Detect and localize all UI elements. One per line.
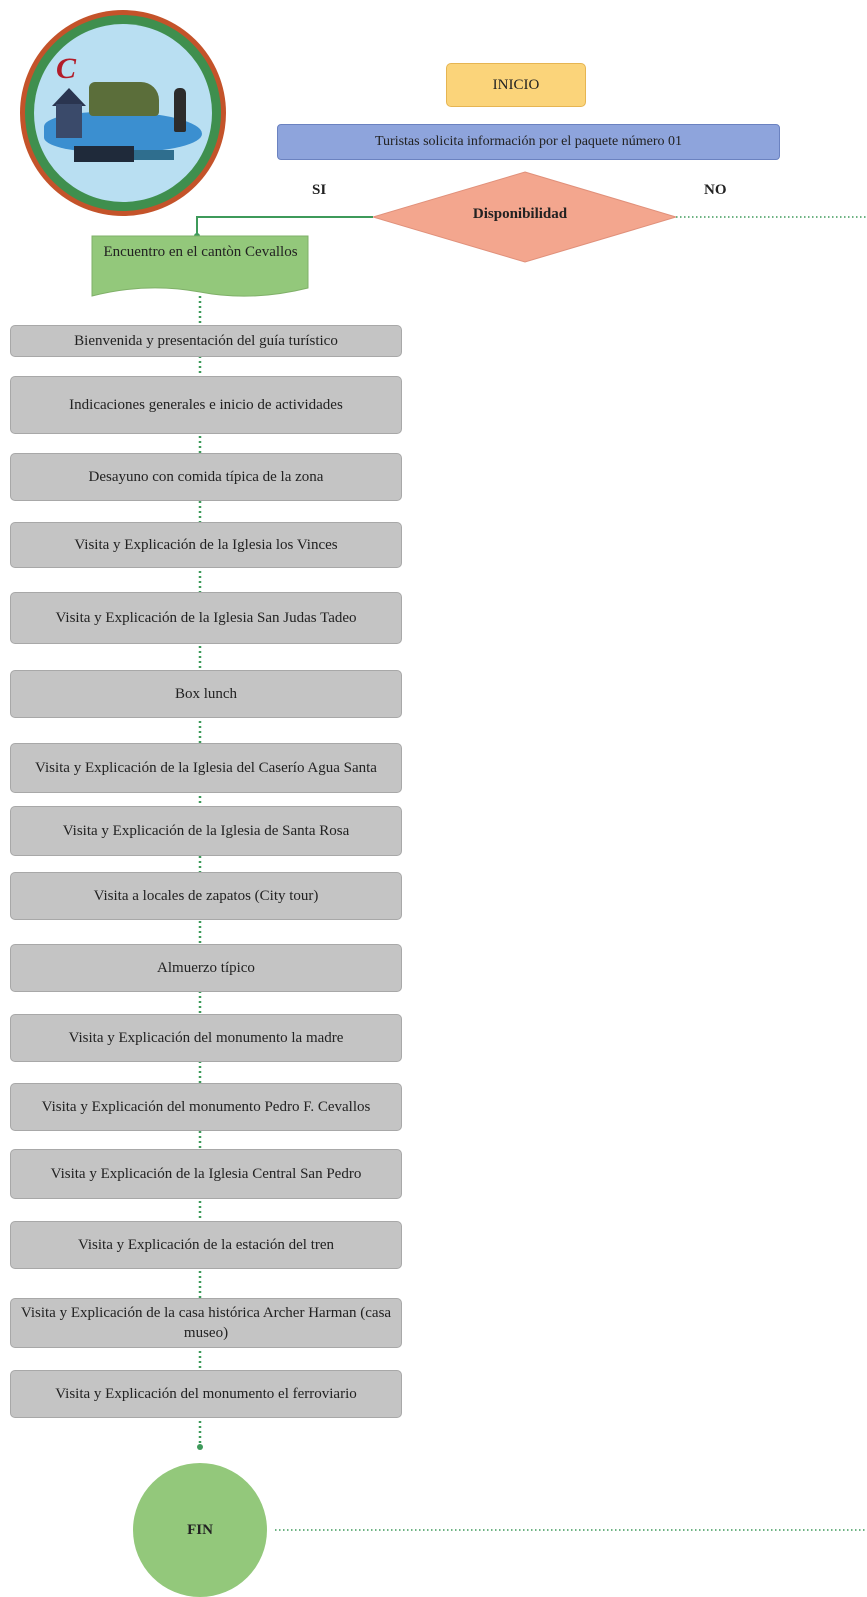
start-label: INICIO (492, 76, 540, 93)
step-13: Visita y Explicación de la Iglesia Centr… (10, 1149, 402, 1199)
decision-diamond (371, 171, 678, 263)
yes-connector (196, 216, 373, 236)
step-2-label: Indicaciones generales e inicio de activ… (69, 397, 343, 413)
step-3: Desayuno con comida típica de la zona (10, 453, 402, 501)
step-2: Indicaciones generales e inicio de activ… (10, 376, 402, 434)
step-15-label: Visita y Explicación de la casa históric… (20, 1305, 392, 1341)
step-8: Visita y Explicación de la Iglesia de Sa… (10, 806, 402, 856)
meeting-label: Encuentro en el cantòn Cevallos (103, 244, 298, 260)
step-6-label: Box lunch (174, 686, 238, 702)
step-16-label: Visita y Explicación del monumento el fe… (55, 1386, 357, 1402)
step-4: Visita y Explicación de la Iglesia los V… (10, 522, 402, 568)
step-3-label: Desayuno con comida típica de la zona (88, 469, 324, 485)
no-label: NO (704, 182, 727, 198)
step-12-label: Visita y Explicación del monumento Pedro… (41, 1099, 371, 1115)
step-4-label: Visita y Explicación de la Iglesia los V… (74, 537, 338, 553)
meeting-shape (91, 235, 309, 297)
request-node: Turistas solicita información por el paq… (277, 124, 780, 160)
step-1: Bienvenida y presentación del guía turís… (10, 325, 402, 357)
step-16: Visita y Explicación del monumento el fe… (10, 1370, 402, 1418)
step-5: Visita y Explicación de la Iglesia San J… (10, 592, 402, 644)
step-15: Visita y Explicación de la casa históric… (10, 1298, 402, 1348)
step-8-label: Visita y Explicación de la Iglesia de Sa… (62, 823, 350, 839)
step-12: Visita y Explicación del monumento Pedro… (10, 1083, 402, 1131)
end-label: FIN (187, 1521, 213, 1538)
step-10: Almuerzo típico (10, 944, 402, 992)
step-10-label: Almuerzo típico (157, 960, 255, 976)
step-14: Visita y Explicación de la estación del … (10, 1221, 402, 1269)
start-node: INICIO (446, 63, 586, 107)
step-9: Visita a locales de zapatos (City tour) (10, 872, 402, 920)
step-5-label: Visita y Explicación de la Iglesia San J… (55, 610, 357, 626)
step-11-label: Visita y Explicación del monumento la ma… (68, 1030, 344, 1046)
step-7: Visita y Explicación de la Iglesia del C… (10, 743, 402, 793)
decision-label: Disponibilidad (472, 206, 568, 222)
step-13-label: Visita y Explicación de la Iglesia Centr… (50, 1166, 362, 1182)
step-11: Visita y Explicación del monumento la ma… (10, 1014, 402, 1062)
step-7-label: Visita y Explicación de la Iglesia del C… (35, 760, 377, 776)
end-node: FIN (133, 1463, 267, 1597)
request-label: Turistas solicita información por el paq… (374, 134, 683, 149)
step-1-label: Bienvenida y presentación del guía turís… (74, 333, 338, 349)
step-14-label: Visita y Explicación de la estación del … (77, 1237, 335, 1253)
logo: C (20, 10, 226, 216)
yes-label: SI (312, 182, 327, 198)
step-9-label: Visita a locales de zapatos (City tour) (93, 888, 319, 904)
step-6: Box lunch (10, 670, 402, 718)
